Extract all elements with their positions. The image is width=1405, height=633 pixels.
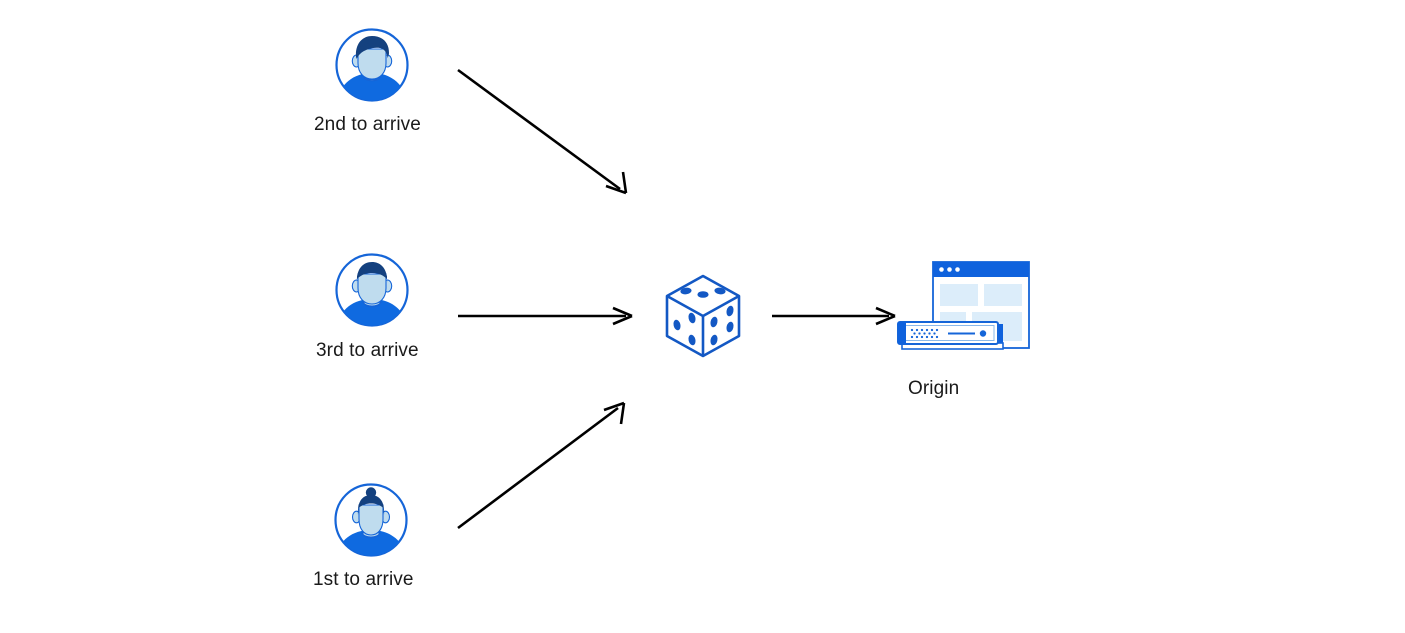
dice-left-face-pips	[673, 312, 696, 346]
arrow-1st-to-dice	[457, 401, 626, 530]
dice-right-face-pips	[710, 305, 734, 346]
user-avatar-short-hair-icon	[335, 28, 409, 102]
dice-cube-icon	[665, 274, 741, 358]
node-randomizer-dice	[659, 270, 747, 362]
node-client-1st	[333, 482, 409, 558]
user-avatar-bun-hair-icon	[334, 483, 408, 557]
label-client-2nd: 2nd to arrive	[314, 114, 421, 135]
node-origin-server	[893, 258, 1033, 358]
origin-server-browser-icon	[897, 261, 1030, 350]
arrow-dice-to-origin	[772, 306, 896, 326]
label-client-3rd: 3rd to arrive	[316, 340, 419, 361]
server-vent-dots-icon	[910, 328, 939, 339]
arrow-2nd-to-dice	[457, 68, 628, 195]
node-client-3rd	[334, 252, 410, 328]
label-origin-server: Origin	[908, 378, 960, 399]
arrow-3rd-to-dice	[458, 306, 633, 326]
node-client-2nd	[334, 27, 410, 103]
server-appliance-icon	[897, 321, 1004, 350]
dice-top-face-pips	[680, 287, 726, 298]
label-client-1st: 1st to arrive	[313, 569, 414, 590]
user-avatar-flat-hair-icon	[335, 253, 409, 327]
